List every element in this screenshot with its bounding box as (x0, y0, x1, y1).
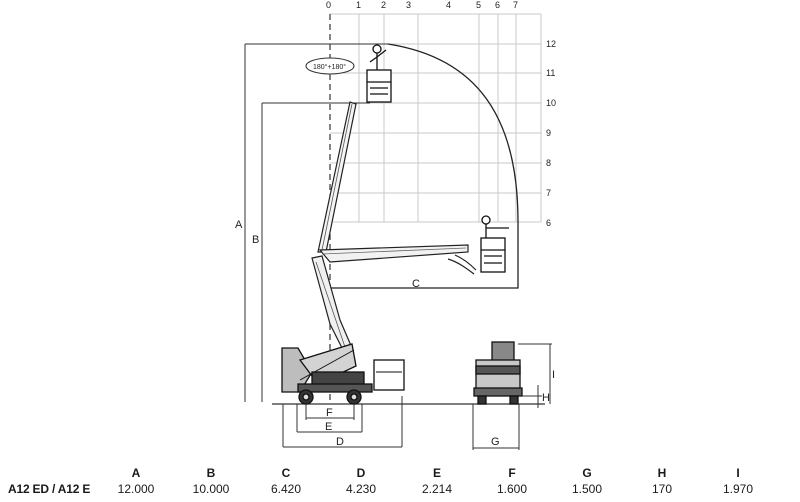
spec-header-e: E (432, 466, 441, 480)
rotation-badge: 180°+180° (305, 57, 355, 75)
dimension-label-h: H (542, 392, 550, 404)
model-label: A12 ED / A12 E (8, 482, 91, 496)
grid-top-label: 2 (381, 0, 386, 10)
spec-header-i: I (736, 466, 740, 480)
spec-value-e: 2.214 (421, 482, 453, 496)
dimension-label-c: C (412, 278, 420, 290)
grid-top-label: 1 (356, 0, 361, 10)
reach-grid (330, 13, 542, 223)
grid-top-label: 4 (446, 0, 451, 10)
spec-value-a: 12.000 (117, 482, 155, 496)
spec-value-f: 1.600 (496, 482, 528, 496)
rotation-badge-text: 180°+180° (313, 63, 346, 71)
grid-top-labels: 0 1 2 3 4 5 6 7 (326, 0, 518, 10)
spec-value-h: 170 (651, 482, 673, 496)
grid-top-label: 6 (495, 0, 500, 10)
spec-table: A B C D E F G H I 12.000 10.000 6.420 4.… (0, 462, 800, 498)
dimension-i (518, 343, 552, 404)
spec-header-g: G (582, 466, 592, 480)
working-envelope-diagram: 0 1 2 3 4 5 6 7 12 11 10 9 8 7 6 A B C 1… (235, 0, 556, 450)
horizontal-boom (318, 244, 477, 275)
grid-top-label: 0 (326, 0, 331, 10)
grid-right-label: 11 (546, 68, 555, 78)
spec-header-a: A (131, 466, 141, 480)
upper-basket (366, 44, 392, 103)
dimension-h (522, 385, 542, 408)
dimension-label-d: D (336, 436, 344, 448)
spec-value-c: 6.420 (270, 482, 302, 496)
dimension-g (472, 404, 520, 450)
spec-header-d: D (356, 466, 366, 480)
grid-top-label: 3 (406, 0, 411, 10)
dimension-label-i: I (552, 369, 555, 381)
spec-header-h: H (657, 466, 667, 480)
grid-right-label: 9 (546, 128, 551, 138)
spec-header-c: C (281, 466, 291, 480)
grid-right-label: 7 (546, 188, 551, 198)
spec-value-d: 4.230 (345, 482, 377, 496)
dimension-label-b: B (252, 234, 259, 246)
grid-top-label: 5 (476, 0, 481, 10)
spec-value-i: 1.970 (722, 482, 754, 496)
dimension-label-f: F (326, 407, 333, 419)
dimension-label-a: A (235, 219, 243, 231)
lower-boom (311, 255, 353, 353)
grid-right-label: 12 (546, 39, 556, 49)
spec-value-g: 1.500 (571, 482, 603, 496)
upper-boom (317, 101, 357, 253)
grid-right-label: 10 (546, 98, 556, 108)
chassis-front-view (473, 341, 523, 405)
grid-right-labels: 12 11 10 9 8 7 6 (546, 39, 556, 228)
spec-header-f: F (508, 466, 516, 480)
grid-right-label: 6 (546, 218, 551, 228)
dimension-fed (282, 396, 403, 448)
grid-right-label: 8 (546, 158, 551, 168)
right-basket (480, 215, 509, 273)
spec-header-b: B (206, 466, 216, 480)
working-envelope-curve (330, 43, 519, 289)
grid-top-label: 7 (513, 0, 518, 10)
spec-value-b: 10.000 (192, 482, 230, 496)
dimension-label-e: E (325, 421, 332, 433)
chassis-side-view (281, 343, 405, 405)
dimension-a (244, 43, 388, 402)
dimension-label-g: G (491, 436, 500, 448)
